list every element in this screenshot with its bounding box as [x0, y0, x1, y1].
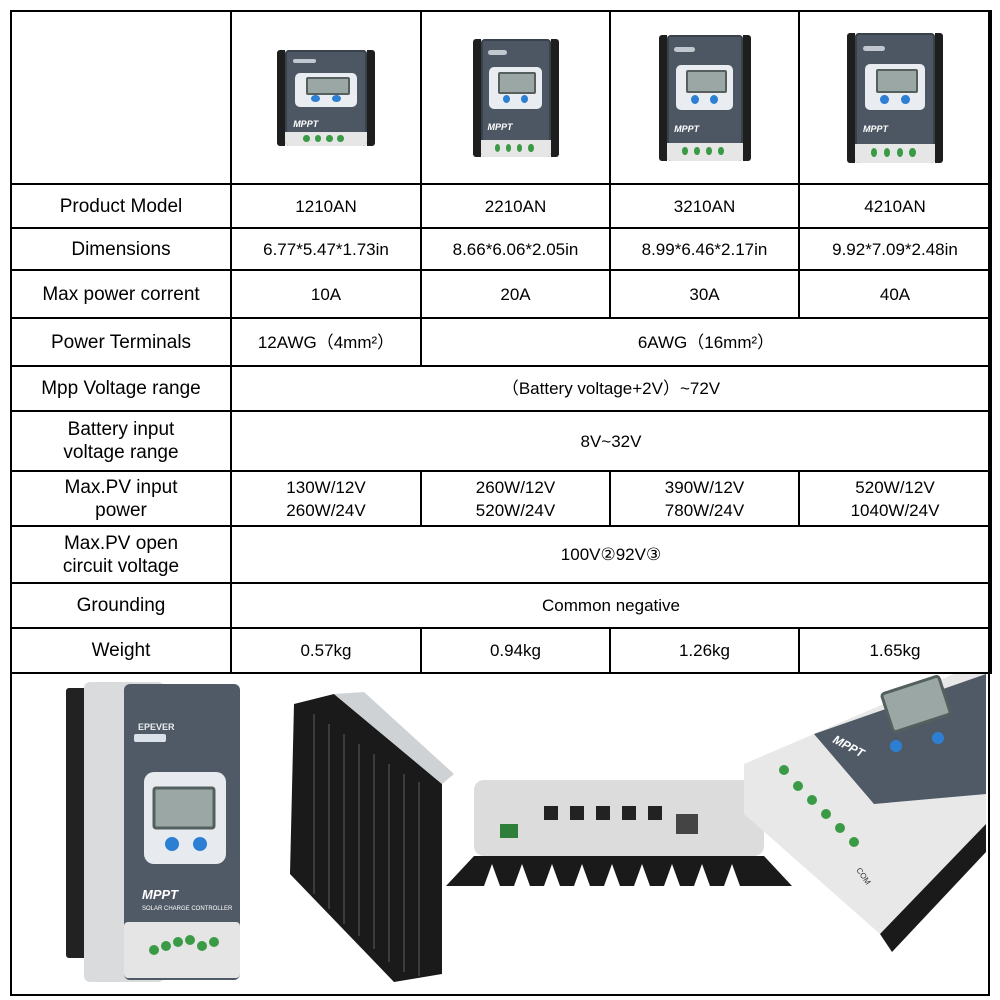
cell-value: 260W/12V 520W/24V: [420, 470, 611, 527]
row-weight: Weight 0.57kg 0.94kg 1.26kg 1.65kg: [10, 627, 992, 674]
cell-value: 3210AN: [609, 183, 800, 229]
cell-value: 20A: [420, 269, 611, 319]
select-button[interactable]: [165, 837, 179, 851]
row-label: Max power corrent: [10, 269, 232, 319]
cell-value: 40A: [798, 269, 992, 319]
angled-view-photo: MPPT COM: [744, 674, 986, 952]
cell-value: （Battery voltage+2V）~72V: [230, 365, 992, 412]
row-max-pv-input-power: Max.PV input power 130W/12V 260W/24V 260…: [10, 470, 992, 527]
thumb-3210an: MPPT: [609, 10, 800, 185]
cell-value: Common negative: [230, 582, 992, 629]
row-battery-input-voltage: Battery input voltage range 8V~32V: [10, 410, 992, 472]
terminals-photo: [446, 780, 792, 886]
cell-value: 4210AN: [798, 183, 992, 229]
row-power-terminals: Power Terminals 12AWG（4mm²） 6AWG（16mm²）: [10, 317, 992, 367]
thumb-4210an: MPPT: [798, 10, 992, 185]
cell-value: 9.92*7.09*2.48in: [798, 227, 992, 271]
row-label: Battery input voltage range: [10, 410, 232, 472]
cell-value: 6.77*5.47*1.73in: [230, 227, 422, 271]
cell-value: 520W/12V 1040W/24V: [798, 470, 992, 527]
row-label: Grounding: [10, 582, 232, 629]
controller-label: SOLAR CHARGE CONTROLLER: [142, 906, 233, 912]
row-dimensions: Dimensions 6.77*5.47*1.73in 8.66*6.06*2.…: [10, 227, 992, 271]
row-label: Product Model: [10, 183, 232, 229]
heatsink-photo: [290, 692, 454, 982]
row-label: Weight: [10, 627, 232, 674]
row-label: Dimensions: [10, 227, 232, 271]
cell-value: 390W/12V 780W/24V: [609, 470, 800, 527]
thumb-1210an: MPPT: [230, 10, 422, 185]
cell-value: 30A: [609, 269, 800, 319]
lcd-screen: [152, 786, 216, 830]
cell-value: 8.99*6.46*2.17in: [609, 227, 800, 271]
thumbnail-row: MPPT MPPT MPPT MPPT: [10, 10, 992, 185]
cell-value: 2210AN: [420, 183, 611, 229]
cell-value: 0.57kg: [230, 627, 422, 674]
cell-value: 8.66*6.06*2.05in: [420, 227, 611, 271]
brand-logo: [134, 734, 166, 742]
row-label: Max.PV open circuit voltage: [10, 525, 232, 584]
cell-value: 0.94kg: [420, 627, 611, 674]
product-photos: EPEVER MPPT SOLAR CHARGE CONTROLLER: [66, 674, 986, 982]
cell-value: 8V~32V: [230, 410, 992, 472]
thumb-2210an: MPPT: [420, 10, 611, 185]
cell-value: 1.65kg: [798, 627, 992, 674]
row-grounding: Grounding Common negative: [10, 582, 992, 629]
cell-value: 10A: [230, 269, 422, 319]
row-product-model: Product Model 1210AN 2210AN 3210AN 4210A…: [10, 183, 992, 229]
angled-lcd: [880, 674, 952, 734]
row-max-power-current: Max power corrent 10A 20A 30A 40A: [10, 269, 992, 319]
brand-text: EPEVER: [138, 722, 175, 732]
row-label: Max.PV input power: [10, 470, 232, 527]
mppt-label: MPPT: [142, 887, 179, 902]
empty-corner-cell: [10, 10, 232, 185]
row-mpp-voltage-range: Mpp Voltage range （Battery voltage+2V）~7…: [10, 365, 992, 412]
row-max-pv-open-circuit: Max.PV open circuit voltage 100V②92V③: [10, 525, 992, 584]
row-label: Power Terminals: [10, 317, 232, 367]
spec-table: MPPT MPPT MPPT MPPT Product Model 1210AN…: [10, 10, 992, 674]
row-label: Mpp Voltage range: [10, 365, 232, 412]
front-view-photo: EPEVER MPPT SOLAR CHARGE CONTROLLER: [66, 682, 240, 982]
cell-value: 100V②92V③: [230, 525, 992, 584]
cell-value: 12AWG（4mm²）: [230, 317, 422, 367]
cell-value: 1210AN: [230, 183, 422, 229]
enter-button[interactable]: [193, 837, 207, 851]
cell-value: 1.26kg: [609, 627, 800, 674]
cell-value: 130W/12V 260W/24V: [230, 470, 422, 527]
cell-value: 6AWG（16mm²）: [420, 317, 992, 367]
